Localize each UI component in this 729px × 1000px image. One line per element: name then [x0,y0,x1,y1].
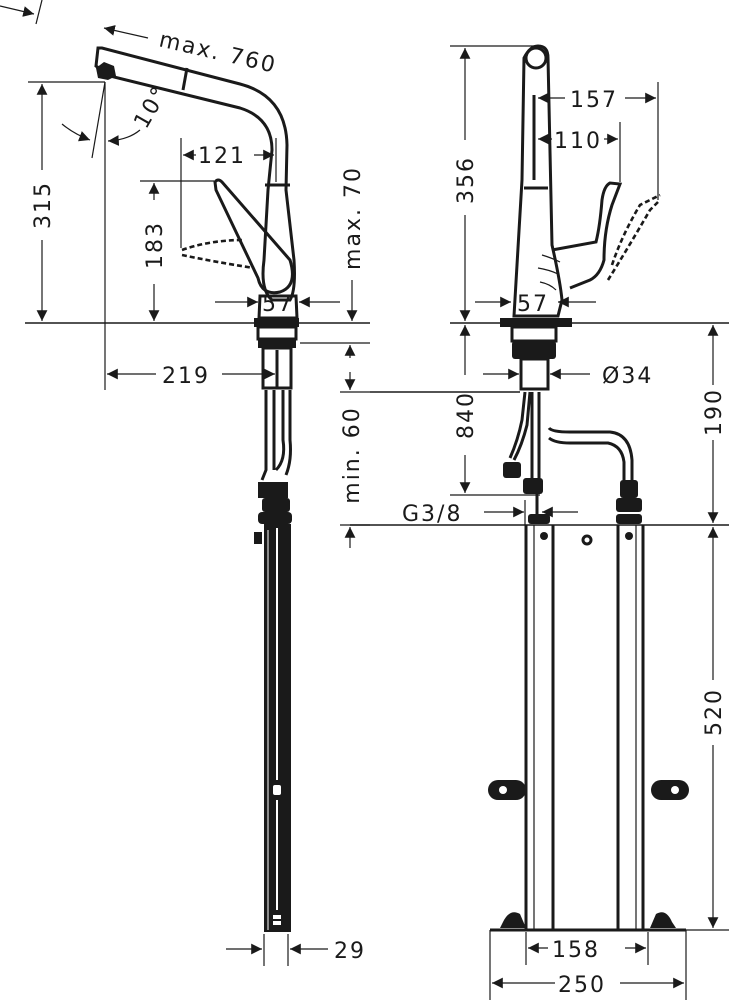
mounting-bracket-right [651,780,689,800]
faucet-base [254,294,299,390]
dim-lever-offset: 121 [198,144,246,169]
front-view: 356 157 110 57 840 Ø34 G3/8 190 [350,44,729,1000]
supply-hoses [254,390,292,544]
dim-spout-reach: max. 760 [157,27,279,78]
dim-lever-height: 183 [143,221,168,269]
dim-inner-width: 158 [552,938,600,963]
dim-base-width-front: 57 [517,292,549,317]
faucet-handle-front [551,181,661,290]
extension-line [35,0,43,25]
dim-shank-diameter: Ø34 [602,364,653,389]
mounting-rail-side [264,524,291,932]
dim-box-height: 520 [702,688,727,736]
supply-hoses-front [503,391,642,524]
dim-min-clearance: min. 60 [340,406,365,503]
side-view: 315 10° max. 760 121 183 57 max. 70 219 [0,0,370,966]
dim-connection-thread: G3/8 [402,502,462,527]
mounting-box [488,525,689,932]
faucet-base-front [500,318,572,391]
dim-deck-thickness: max. 70 [341,166,366,270]
angle-arrow [61,123,91,142]
dim-hose-length: 840 [454,391,479,439]
dim-base-width: 57 [262,292,294,317]
dim-total-height: 356 [454,156,479,204]
dim-bottom-width: 29 [334,939,366,964]
dimension-arrow [103,25,149,39]
dim-height-to-spout: 315 [31,181,56,229]
faucet-lever [181,178,294,295]
faucet-spout [94,46,296,302]
dim-handle-offset: 110 [554,129,602,154]
dim-total-width: 250 [558,973,606,998]
dim-handle-reach: 157 [570,88,618,113]
dim-spout-projection: 219 [162,364,210,389]
dim-box-offset: 190 [702,388,727,436]
faucet-body-front [512,44,564,318]
extension-line [91,81,106,159]
angle-arrow [107,129,141,146]
dimension-arrow [0,5,35,17]
